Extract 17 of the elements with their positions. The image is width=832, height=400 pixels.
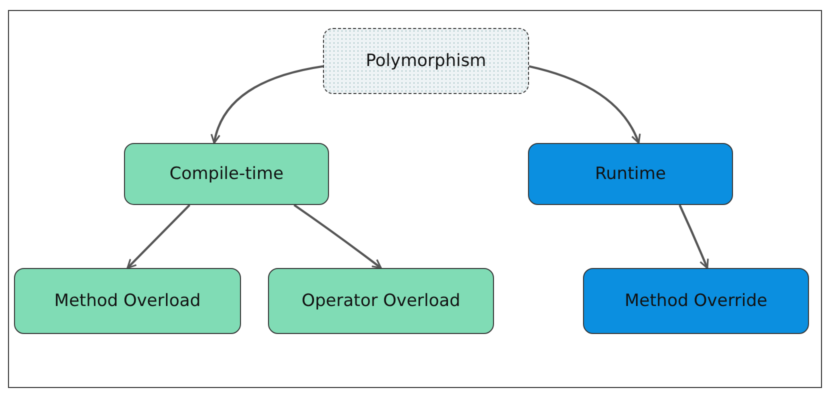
node-label: Method Overload	[53, 291, 202, 311]
arrow	[528, 65, 640, 144]
node-label: Polymorphism	[364, 51, 488, 71]
arrow	[294, 204, 382, 269]
concept-box	[124, 143, 329, 205]
node-label: Method Override	[624, 291, 768, 311]
node-label: Runtime	[594, 164, 667, 184]
concept-box	[268, 268, 494, 334]
concept-box	[528, 143, 733, 205]
arrow	[126, 204, 190, 269]
arrow	[678, 204, 709, 269]
concept-box	[14, 268, 241, 334]
concept-box	[583, 268, 809, 334]
node-label: Compile-time	[168, 164, 285, 184]
arrow	[211, 65, 324, 144]
concept-box	[323, 28, 529, 94]
node-label: Operator Overload	[300, 291, 462, 311]
